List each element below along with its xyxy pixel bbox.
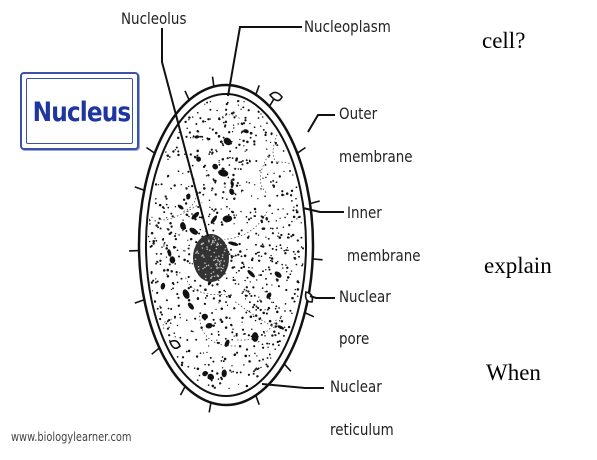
nucleolus-label: Nucleolus xyxy=(121,10,186,28)
website-watermark: www.biologylearner.com xyxy=(11,430,131,444)
outer-membrane-label-line2: membrane xyxy=(339,148,413,166)
nuclear-pore-label-line1: Nuclear xyxy=(339,288,391,306)
inner-membrane-label-line2: membrane xyxy=(347,247,421,265)
title-label: Nucleus xyxy=(30,97,132,128)
nuclear-reticulum-label-line2: reticulum xyxy=(330,421,394,439)
side-text-when: When xyxy=(486,360,541,386)
outer-membrane-leader xyxy=(308,115,335,132)
nuclear-pore-label-line2: pore xyxy=(339,330,369,348)
nuclear-reticulum-label-line1: Nuclear xyxy=(330,378,382,396)
nucleolus-shape xyxy=(193,234,229,282)
outer-membrane-label-line1: Outer xyxy=(339,105,377,123)
nuclear-pore-leader xyxy=(310,296,335,298)
side-text-cell: cell? xyxy=(482,28,525,54)
nucleoplasm-label: Nucleoplasm xyxy=(304,18,391,36)
side-text-explain: explain xyxy=(484,253,552,279)
inner-membrane-label-line1: Inner xyxy=(347,204,382,222)
nuclear-reticulum-leader xyxy=(262,384,324,388)
title-box: Nucleus xyxy=(20,72,139,150)
